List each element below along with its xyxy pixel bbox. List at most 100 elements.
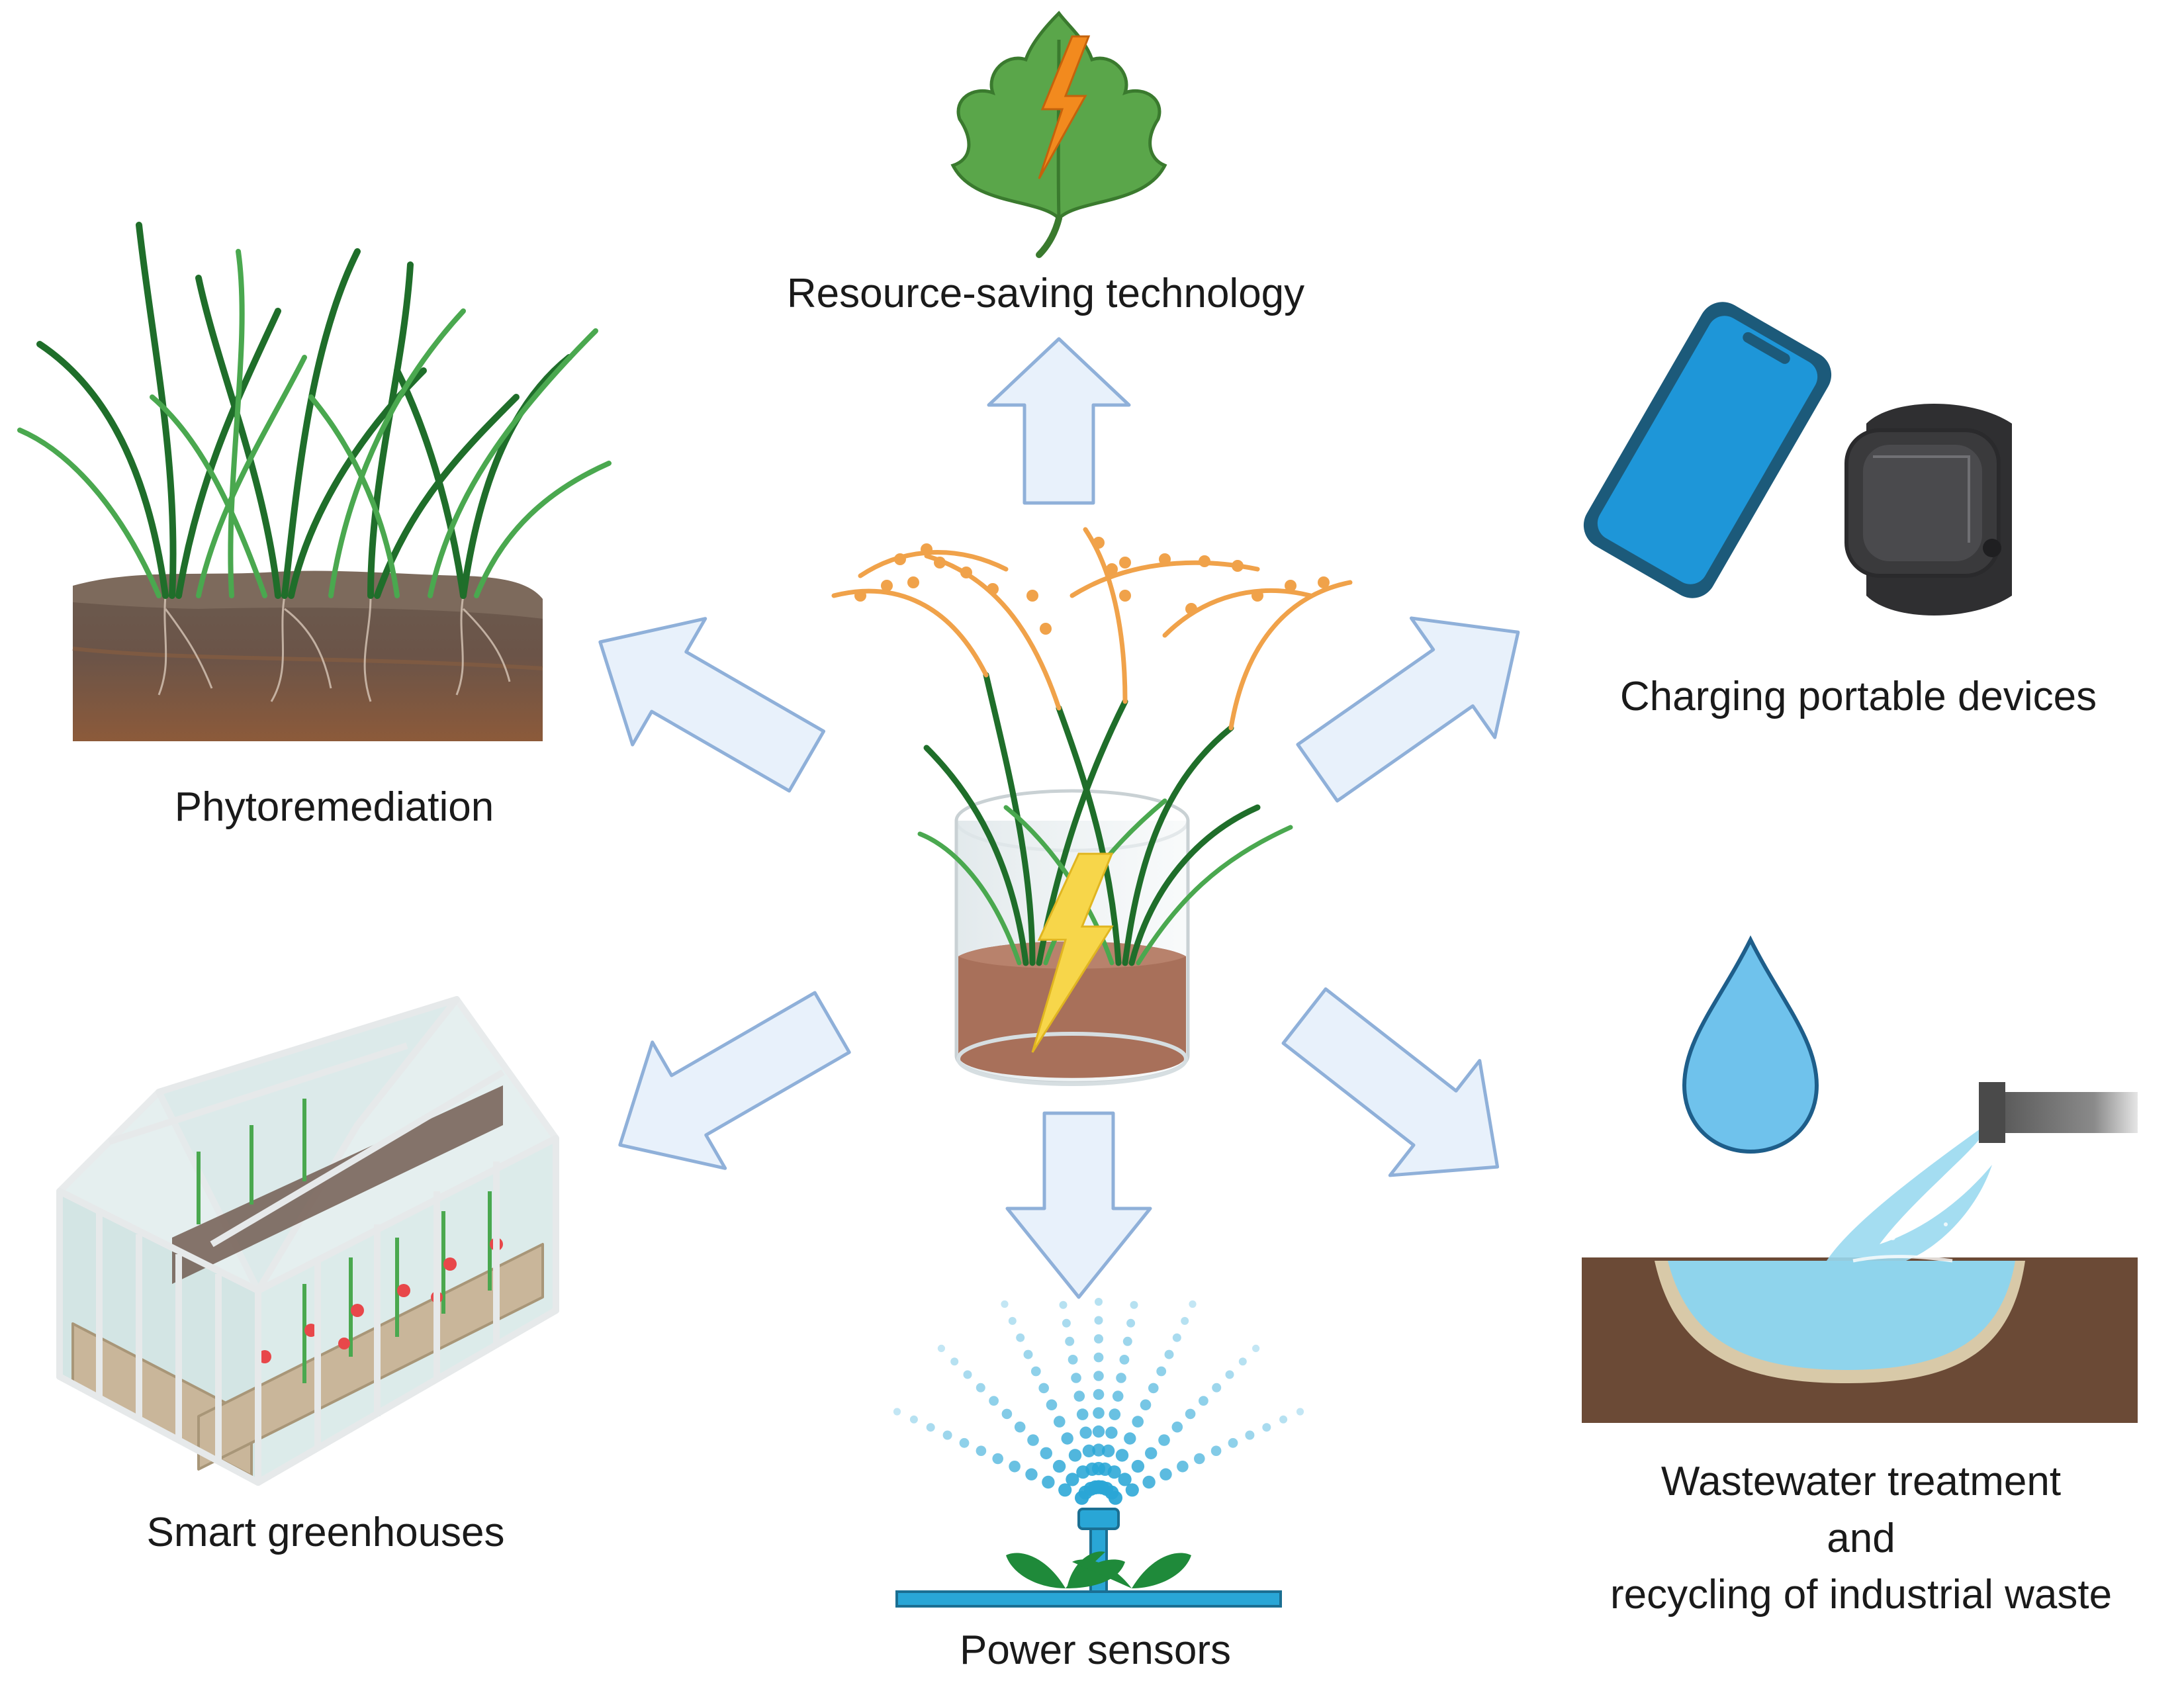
plant-pot-lightning-icon — [831, 527, 1353, 1086]
spray-dot — [1125, 1483, 1139, 1497]
spray-dot — [1245, 1430, 1255, 1440]
spray-dot — [1092, 1425, 1105, 1438]
label-smart-greenhouses: Smart greenhouses — [146, 1510, 505, 1555]
label-wastewater-line1: Wastewater treatment — [1661, 1459, 2062, 1504]
spray-dot — [937, 1344, 945, 1352]
spray-dot — [1082, 1444, 1096, 1457]
spray-dot — [942, 1430, 952, 1440]
spray-dot — [1181, 1316, 1189, 1325]
spray-dot — [893, 1408, 901, 1416]
spray-dot — [1109, 1408, 1121, 1420]
spray-dot — [926, 1423, 935, 1432]
spray-dot — [989, 1396, 999, 1406]
spray-dot — [1068, 1354, 1078, 1365]
spray-dot — [1059, 1300, 1068, 1309]
spray-dot — [1025, 1468, 1038, 1480]
spray-dot — [1171, 1421, 1183, 1433]
label-wastewater-line3: recycling of industrial waste — [1610, 1572, 2113, 1618]
spray-dot — [1042, 1475, 1055, 1489]
spray-dot — [1194, 1453, 1205, 1465]
label-wastewater-treatment: Wastewater treatment and recycling of in… — [1610, 1453, 2112, 1623]
spray-dot — [1071, 1373, 1081, 1383]
spray-dot — [1101, 1444, 1115, 1457]
spray-dot — [1112, 1390, 1124, 1402]
spray-dot — [1140, 1399, 1152, 1410]
spray-dot — [1262, 1423, 1271, 1432]
spray-dot — [1160, 1468, 1172, 1480]
spray-dot — [1107, 1465, 1121, 1479]
arrow-up — [987, 337, 1131, 505]
spray-dot — [1093, 1389, 1105, 1400]
spray-dot — [1023, 1349, 1033, 1359]
spray-dot — [1009, 1461, 1021, 1473]
spray-dot — [959, 1437, 970, 1448]
spray-dot — [1148, 1383, 1159, 1394]
spray-dot — [1210, 1445, 1222, 1456]
spray-dot — [1145, 1447, 1158, 1459]
spray-dot — [992, 1453, 1003, 1465]
spray-dot — [1118, 1473, 1132, 1486]
spray-dot — [1093, 1371, 1104, 1381]
spray-dot — [1038, 1383, 1049, 1394]
spray-dot — [1061, 1432, 1073, 1445]
spray-dot — [1093, 1407, 1105, 1419]
spray-dot — [1130, 1300, 1138, 1309]
spray-dot — [1027, 1434, 1039, 1446]
pipe-pond-icon — [1582, 1082, 2138, 1423]
spray-dot — [963, 1370, 972, 1379]
spray-dot — [1068, 1449, 1082, 1462]
spray-dot — [1094, 1334, 1103, 1343]
spray-dot — [1046, 1399, 1058, 1410]
spray-dot — [1131, 1459, 1145, 1473]
spray-dot — [1094, 1316, 1103, 1325]
spray-dot — [1030, 1366, 1041, 1377]
spray-dot — [1105, 1426, 1118, 1439]
spray-dot — [1158, 1434, 1170, 1446]
spray-dot — [1122, 1336, 1132, 1346]
spray-dot — [1016, 1333, 1025, 1342]
spray-dot — [1185, 1408, 1196, 1420]
smartwatch-icon — [1844, 404, 2012, 615]
spray-dot — [1052, 1459, 1066, 1473]
spray-dot — [976, 1445, 987, 1456]
arrow-down — [1005, 1111, 1152, 1299]
spray-dot — [1054, 1416, 1066, 1428]
spray-dot — [1014, 1421, 1026, 1433]
spray-dot — [1238, 1357, 1247, 1366]
grass-soil-icon — [17, 222, 612, 741]
spray-dot — [1142, 1475, 1156, 1489]
spray-dot — [1095, 1298, 1103, 1306]
label-wastewater-line2: and — [1827, 1515, 1895, 1561]
spray-dot — [1001, 1408, 1013, 1420]
spray-dot — [1079, 1426, 1092, 1439]
spray-dot — [1164, 1349, 1174, 1359]
spray-dot — [1172, 1333, 1181, 1342]
label-phytoremediation: Phytoremediation — [174, 784, 494, 830]
spray-dot — [1126, 1318, 1136, 1328]
leaf-lightning-icon — [950, 11, 1167, 258]
greenhouse-icon — [56, 996, 559, 1486]
arrows — [598, 337, 1520, 1299]
spray-dot — [1001, 1300, 1009, 1308]
spray-dot — [1132, 1416, 1144, 1428]
spray-dot — [1212, 1383, 1222, 1392]
spray-dot — [1119, 1354, 1130, 1365]
spray-dot — [1062, 1318, 1071, 1328]
label-power-sensors: Power sensors — [959, 1627, 1232, 1673]
spray-dot — [1008, 1316, 1017, 1325]
spray-dot — [1296, 1408, 1304, 1416]
spray-dot — [1228, 1437, 1238, 1448]
spray-dot — [1124, 1432, 1136, 1445]
spray-dot — [1115, 1449, 1129, 1462]
spray-dot — [1040, 1447, 1053, 1459]
spray-dot — [1066, 1473, 1079, 1486]
spray-dot — [1279, 1415, 1288, 1424]
spray-dot — [1076, 1408, 1089, 1420]
spray-dot — [1189, 1300, 1197, 1308]
spray-dot — [909, 1415, 918, 1424]
spray-dot — [1092, 1443, 1105, 1457]
label-charging-portable-devices: Charging portable devices — [1619, 674, 2097, 719]
spray-dot — [1108, 1490, 1122, 1505]
water-drop-icon — [1682, 935, 1819, 1154]
